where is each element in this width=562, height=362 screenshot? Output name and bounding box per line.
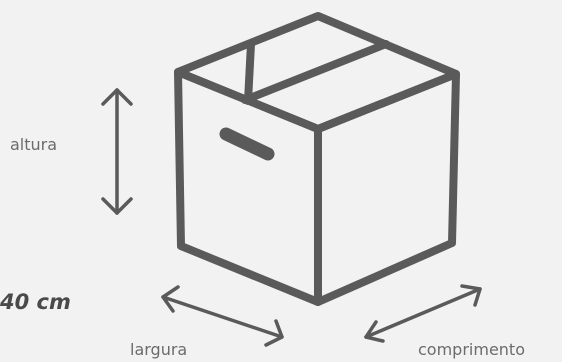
vertical-double-arrow-icon [101, 88, 133, 215]
box-tape-line-front [241, 40, 390, 104]
dimension-value: 40 cm [0, 290, 71, 314]
diagonal-double-arrow-icon [364, 284, 482, 343]
box-left-face [174, 68, 322, 306]
box-handle-hole [219, 127, 275, 161]
height-label: altura [10, 135, 58, 154]
width-label: largura [130, 340, 188, 359]
box-tape-line-back [244, 40, 255, 105]
length-label: comprimento [418, 340, 525, 359]
diagonal-double-arrow-icon [161, 285, 284, 347]
box-right-face [314, 70, 460, 306]
cardboard-box-icon [174, 12, 460, 306]
